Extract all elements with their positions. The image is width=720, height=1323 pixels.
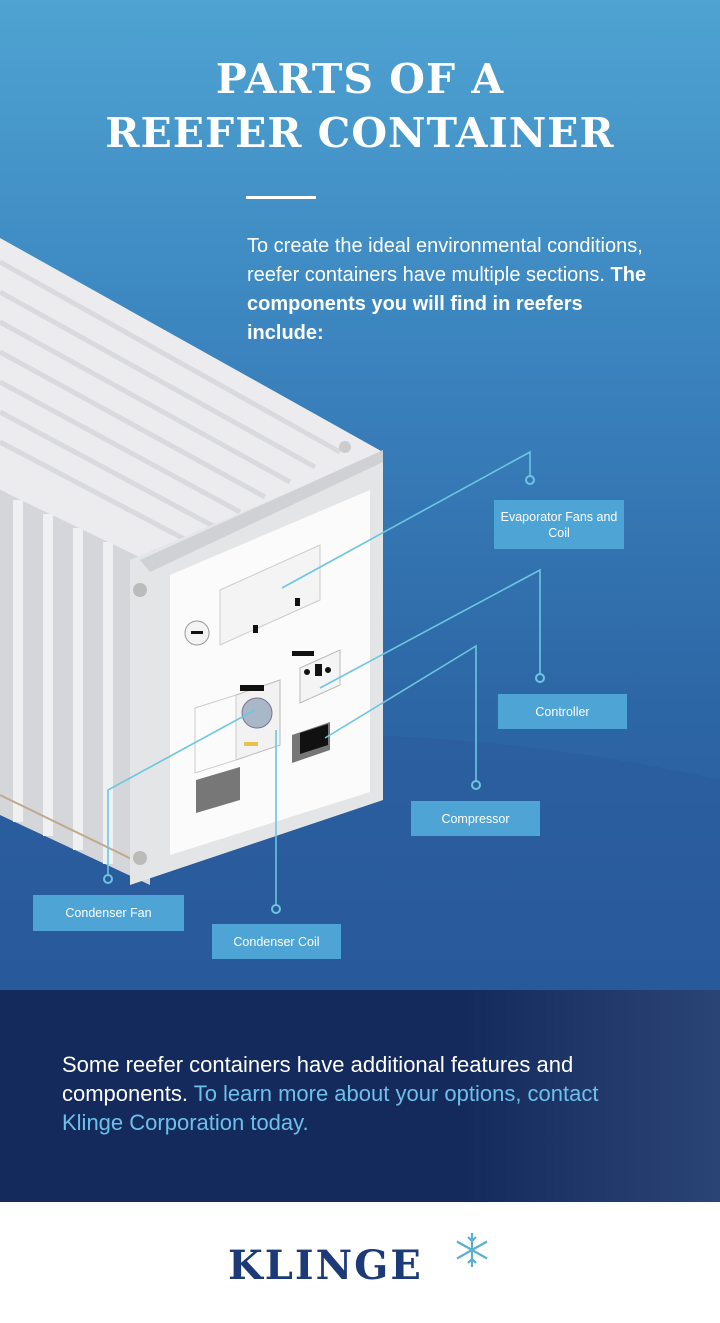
label-compressor: Compressor bbox=[411, 801, 540, 836]
title-line-1: PARTS OF A bbox=[215, 55, 505, 103]
hero-section: PARTS OF A REEFER CONTAINER To create th… bbox=[0, 0, 720, 990]
cta-section: Some reefer containers have additional f… bbox=[0, 990, 720, 1202]
reefer-container-illustration bbox=[0, 238, 720, 990]
footer: KLINGE bbox=[0, 1202, 720, 1323]
label-evaporator-fans-and-coil: Evaporator Fans and Coil bbox=[494, 500, 624, 549]
title-divider bbox=[246, 196, 316, 199]
background-container-photo bbox=[460, 990, 720, 1202]
label-condenser-fan: Condenser Fan bbox=[33, 895, 184, 931]
intro-bold: The components you will find in reefers … bbox=[247, 264, 647, 344]
cta-link-text: To learn more about your options, contac… bbox=[62, 1081, 599, 1135]
cta-plain: Some reefer containers have additional f… bbox=[62, 1052, 574, 1106]
label-condenser-coil: Condenser Coil bbox=[212, 924, 341, 959]
snowflake-icon bbox=[456, 1233, 488, 1267]
label-controller: Controller bbox=[498, 694, 627, 729]
intro-plain: To create the ideal environmental condit… bbox=[247, 235, 643, 286]
page-title: PARTS OF A REEFER CONTAINER bbox=[0, 52, 720, 160]
title-line-2: REEFER CONTAINER bbox=[105, 109, 615, 157]
klinge-logo: KLINGE bbox=[228, 1242, 423, 1289]
cta-text: Some reefer containers have additional f… bbox=[62, 1050, 662, 1137]
intro-text: To create the ideal environmental condit… bbox=[247, 232, 647, 348]
